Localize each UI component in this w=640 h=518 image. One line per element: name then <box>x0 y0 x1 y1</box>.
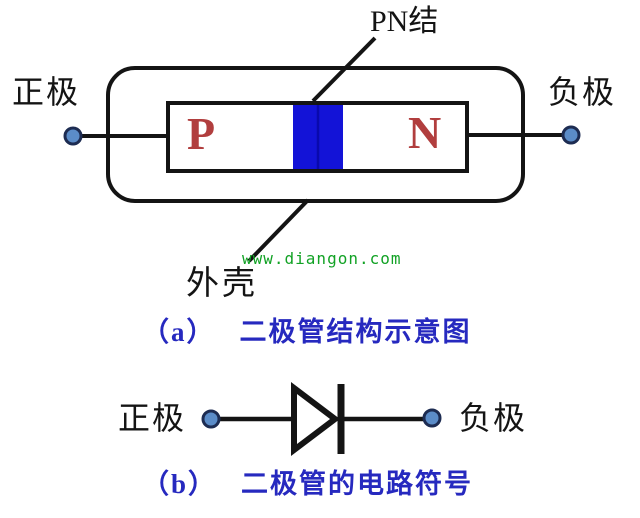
shell-label: 外壳 <box>186 266 258 302</box>
symbol-anode-dot <box>201 409 221 429</box>
symbol-cathode-label: 负极 <box>459 400 528 436</box>
caption-a: （a） 二极管结构示意图 <box>142 319 472 346</box>
n-region-label: N <box>408 107 442 158</box>
pn-junction-leader-line <box>311 36 377 103</box>
caption-b-text: 二极管的电路符号 <box>241 469 474 499</box>
symbol-cathode-dot <box>422 408 442 428</box>
shell-leader-line <box>247 198 310 263</box>
structure-cathode-label: 负极 <box>548 74 617 110</box>
structure-anode-label: 正极 <box>12 74 81 110</box>
watermark-text: www.diangon.com <box>242 249 402 268</box>
caption-a-index: （a） <box>142 317 216 347</box>
anode-terminal-dot <box>63 126 83 146</box>
caption-b-index: （b） <box>142 469 218 499</box>
symbol-anode-label: 正极 <box>118 400 187 436</box>
caption-b: （b） 二极管的电路符号 <box>142 471 473 498</box>
cathode-terminal-dot <box>561 125 581 145</box>
diode-triangle <box>291 381 340 457</box>
p-region-label: P <box>187 108 216 159</box>
pn-junction-label: PN结 <box>370 5 439 38</box>
caption-a-text: 二极管结构示意图 <box>239 317 472 347</box>
